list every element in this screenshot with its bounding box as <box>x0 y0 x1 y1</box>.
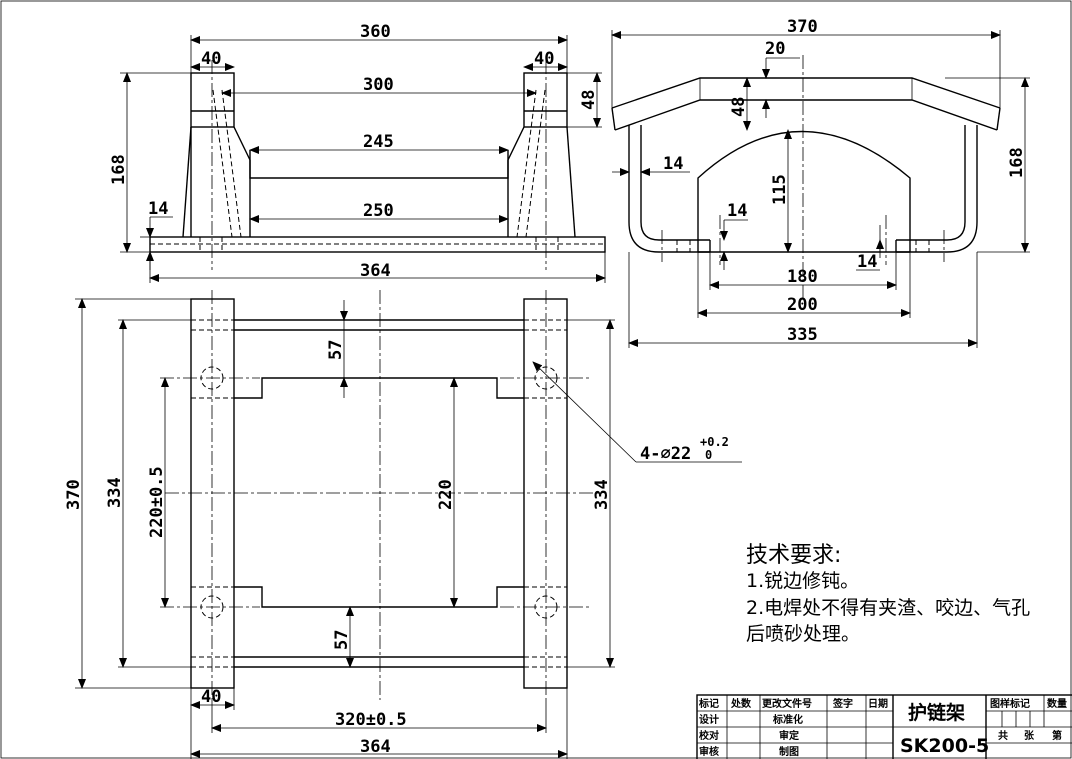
note-item-2: 2.电焊处不得有夹渣、咬边、气孔 <box>746 597 1030 619</box>
tb-col-count: 处数 <box>730 697 752 710</box>
dim-side-200: 200 <box>787 295 818 315</box>
notes-heading: 技术要求: <box>746 543 841 568</box>
dim-top-220-tol: 220±0.5 <box>147 466 167 538</box>
hole-callout-tol-upper: +0.2 <box>700 435 729 449</box>
title-block: 标记 处数 更改文件号 签字 日期 设计 标准化 校对 审定 审核 制图 护链架… <box>696 694 1072 759</box>
hole-callout-tol-lower: 0 <box>705 448 712 462</box>
dim-side-48: 48 <box>729 97 749 117</box>
technical-notes: 技术要求: 1.锐边修钝。 2.电焊处不得有夹渣、咬边、气孔 后喷砂处理。 <box>746 543 1030 645</box>
front-right-block <box>523 72 568 128</box>
side-rod-outer-right <box>896 125 978 253</box>
tb-sheet-no: 第 <box>1052 729 1062 742</box>
side-arch <box>697 130 911 252</box>
tb-row-check-role: 审定 <box>779 729 799 742</box>
side-view: 370 20 48 168 14 115 14 14 1 <box>611 17 1030 348</box>
tb-row-check: 校对 <box>699 729 719 742</box>
hole-callout: 4-∅22 <box>640 444 691 464</box>
dim-top-57-top: 57 <box>326 340 346 360</box>
dim-front-48: 48 <box>579 90 599 110</box>
dim-side-14: 14 <box>663 154 683 174</box>
note-item-3: 后喷砂处理。 <box>746 623 860 645</box>
dim-top-320: 320±0.5 <box>335 710 407 730</box>
tb-quantity: 数量 <box>1047 697 1067 710</box>
side-roof-inner <box>614 99 998 131</box>
tb-total: 共 <box>998 729 1008 742</box>
tb-part-name: 护链架 <box>908 701 965 724</box>
side-roof-outer <box>611 77 1001 109</box>
tb-row-design-role: 标准化 <box>772 713 803 726</box>
tb-stage-mark: 图样标记 <box>990 697 1030 710</box>
dim-top-334-left: 334 <box>105 477 125 508</box>
tb-col-mark: 标记 <box>698 697 719 710</box>
dim-top-40: 40 <box>201 687 221 707</box>
dim-front-14: 14 <box>148 199 168 219</box>
tb-row-design: 设计 <box>699 713 719 726</box>
front-left-block <box>190 72 235 128</box>
dim-side-20: 20 <box>765 39 785 59</box>
top-right-rail <box>523 298 568 689</box>
dim-front-40-right: 40 <box>534 49 554 69</box>
dim-front-364: 364 <box>360 261 391 281</box>
dim-side-335: 335 <box>787 325 818 345</box>
dim-side-168: 168 <box>1007 147 1027 178</box>
tb-row-review-role: 制图 <box>779 745 799 758</box>
dim-front-168: 168 <box>109 154 129 185</box>
tb-col-change-doc: 更改文件号 <box>762 697 812 710</box>
dim-top-220: 220 <box>436 479 456 510</box>
dim-top-364: 364 <box>360 737 391 757</box>
dim-side-180: 180 <box>787 267 818 287</box>
dim-top-57-bottom: 57 <box>332 630 352 650</box>
top-view: 370 334 220±0.5 220 334 57 57 40 320±0 <box>64 290 742 759</box>
tb-col-sign: 签字 <box>832 697 853 710</box>
dim-front-300: 300 <box>363 75 394 95</box>
dim-top-334-right: 334 <box>592 479 612 510</box>
dim-top-370: 370 <box>64 479 84 510</box>
top-left-rail <box>190 298 235 689</box>
dim-side-115: 115 <box>770 174 790 205</box>
dim-front-250: 250 <box>363 201 394 221</box>
dim-front-360: 360 <box>360 22 391 42</box>
dim-side-14-inner-left: 14 <box>727 201 747 221</box>
dim-side-370: 370 <box>787 17 818 37</box>
tb-sheets: 张 <box>1024 729 1035 742</box>
tb-row-review: 审核 <box>699 745 719 758</box>
dim-front-245: 245 <box>363 132 394 152</box>
side-rod-outer <box>628 125 710 253</box>
dim-front-40-left: 40 <box>201 49 221 69</box>
front-view: 360 40 40 300 245 250 364 168 14 <box>109 22 606 283</box>
tb-drawing-number: SK200-5 <box>900 735 989 757</box>
note-item-1: 1.锐边修钝。 <box>746 570 859 592</box>
tb-col-date: 日期 <box>868 697 888 710</box>
top-center-plate <box>234 377 524 399</box>
dim-side-14-inner-right: 14 <box>857 252 877 272</box>
